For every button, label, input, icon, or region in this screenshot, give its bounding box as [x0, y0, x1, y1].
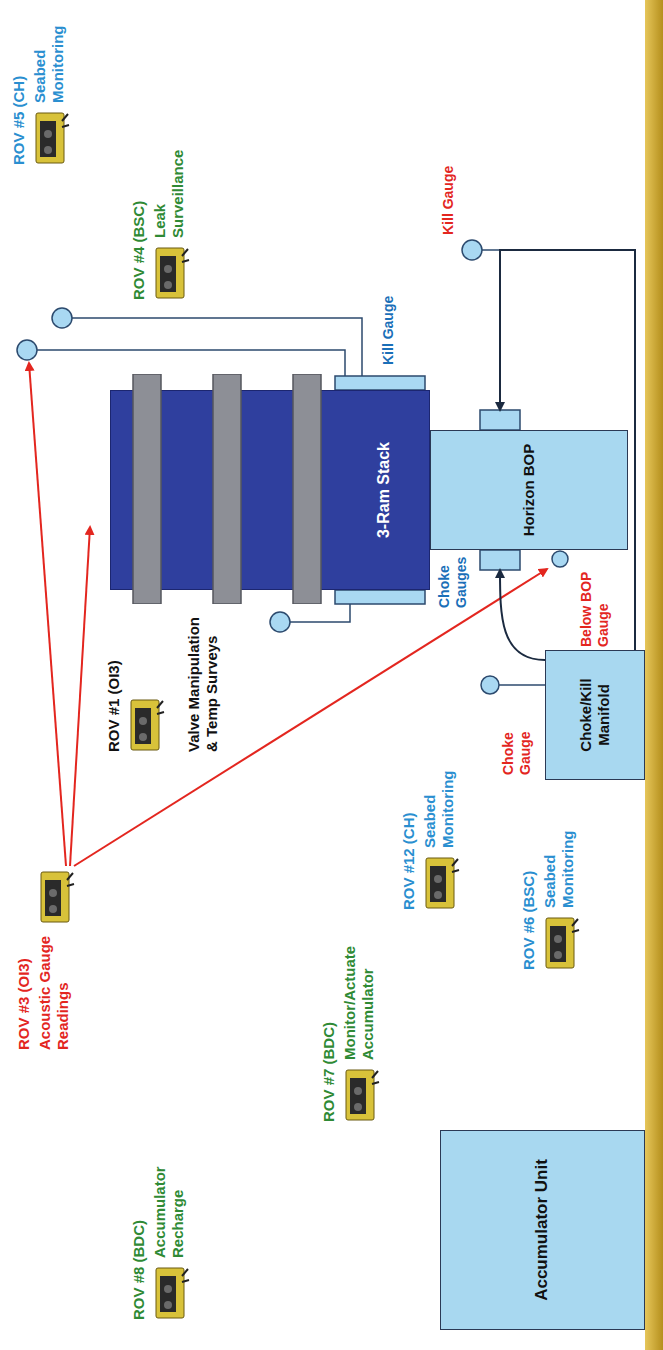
rov-name: ROV #4 (BSC) — [130, 128, 148, 300]
box-label: Accumulator Unit — [532, 1153, 552, 1307]
rov-icon — [341, 1066, 381, 1122]
rov-name: ROV #3 (OI3) — [15, 868, 33, 1050]
rov-callout: ROV #3 (OI3)Acoustic Gauge Readings — [15, 868, 76, 1050]
rov-row: Seabed Monitoring — [541, 788, 581, 970]
rov-callout: ROV #8 (BDC)Accumulator Recharge — [130, 1130, 191, 1320]
seabed — [645, 0, 663, 1350]
rov-name: ROV #5 (CH) — [10, 7, 28, 165]
equipment-box: Horizon BOP — [430, 430, 628, 550]
box-label: 3-Ram Stack — [374, 436, 393, 544]
rov-row: Leak Surveillance — [151, 128, 191, 300]
rov-callout: ROV #1 (OI3) Valve Manipulation & Temp Su… — [105, 610, 221, 752]
rov-row: Valve Manipulation & Temp Surveys — [126, 610, 221, 752]
rov-row: Acoustic Gauge Readings — [36, 868, 76, 1050]
box-label: Choke/Kill Manifold — [577, 651, 613, 779]
rov-task: Valve Manipulation & Temp Surveys — [185, 610, 221, 752]
rov-icon-holder — [421, 854, 461, 910]
rov-icon — [126, 696, 166, 752]
rov-icon — [421, 854, 461, 910]
rov-name: ROV #6 (BSC) — [520, 788, 538, 970]
rov-callout: ROV #5 (CH)Seabed Monitoring — [10, 7, 71, 165]
gauge-label: Kill Gauge — [440, 163, 457, 235]
equipment-box: Choke/Kill Manifold — [545, 650, 645, 780]
rov-callout: ROV #6 (BSC)Seabed Monitoring — [520, 788, 581, 970]
box-label: Horizon BOP — [520, 438, 538, 543]
rov-name: ROV #8 (BDC) — [130, 1130, 148, 1320]
rov-icon — [36, 868, 76, 924]
rov-icon-holder — [341, 1066, 381, 1122]
rov-callout: ROV #4 (BSC)Leak Surveillance — [130, 128, 191, 300]
rov-row: Accumulator Recharge — [151, 1130, 191, 1320]
rov-icon — [541, 914, 581, 970]
rov-icon-holder — [36, 868, 76, 924]
rov-icon — [31, 109, 71, 165]
rov-name: ROV #7 (BDC) — [320, 917, 338, 1122]
rov-row: Monitor/Actuate Accumulator — [341, 917, 381, 1122]
flow-line — [500, 570, 545, 660]
rov-task: Accumulator Recharge — [151, 1130, 187, 1258]
rov-task: Seabed Monitoring — [31, 7, 67, 103]
rov-callout: ROV #12 (CH)Seabed Monitoring — [400, 738, 461, 910]
rov-icon — [151, 1264, 191, 1320]
rov-task: Monitor/Actuate Accumulator — [341, 917, 377, 1060]
gauge-label: Kill Gauge — [380, 295, 397, 365]
rov-row: Seabed Monitoring — [421, 738, 461, 910]
rov-task: Seabed Monitoring — [421, 738, 457, 848]
rov-row: Seabed Monitoring — [31, 7, 71, 165]
rov-task: Leak Surveillance — [151, 128, 187, 238]
rov-icon-holder — [151, 1264, 191, 1320]
gauge-label: Choke Gauges — [436, 552, 470, 608]
rov-icon-holder — [126, 696, 182, 752]
rov-icon-holder — [31, 109, 71, 165]
rov-callout: ROV #7 (BDC)Monitor/Actuate Accumulator — [320, 917, 381, 1122]
rov-icon-holder — [541, 914, 581, 970]
equipment-box: Accumulator Unit — [440, 1130, 645, 1330]
rov-task: Seabed Monitoring — [541, 788, 577, 908]
rov-name: ROV #1 (OI3) — [105, 610, 123, 752]
gauge-label: Below BOP Gauge — [578, 552, 612, 647]
rov-name: ROV #12 (CH) — [400, 738, 418, 910]
gauge-label: Choke Gauge — [500, 697, 534, 775]
rov-task: Acoustic Gauge Readings — [36, 930, 72, 1050]
rov-icon — [151, 244, 191, 300]
rov-icon-holder — [151, 244, 191, 300]
ram-stack: 3-Ram Stack — [110, 390, 430, 590]
